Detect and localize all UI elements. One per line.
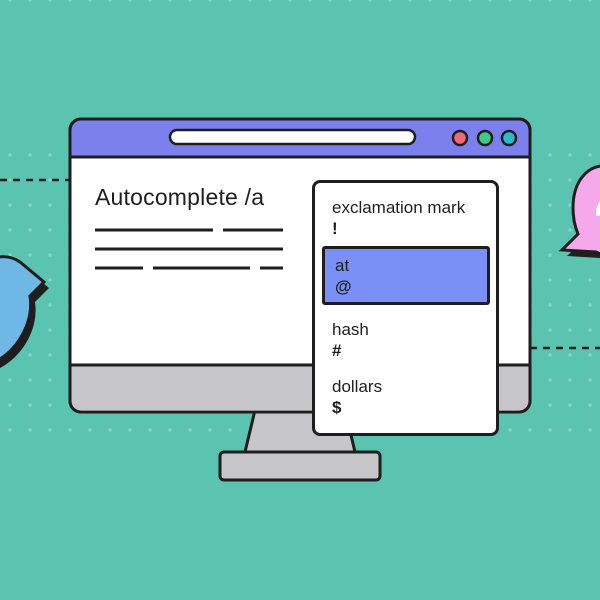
autocomplete-option[interactable]: hash # <box>332 319 369 361</box>
chat-bubble-left-icon <box>0 255 49 368</box>
window-minimize-dot[interactable] <box>476 129 494 147</box>
window-maximize-dot[interactable] <box>500 129 518 147</box>
autocomplete-option[interactable]: dollars $ <box>332 376 382 418</box>
window-close-dot[interactable] <box>451 129 469 147</box>
chat-bubble-right-icon <box>558 164 600 258</box>
option-symbol: $ <box>332 398 342 417</box>
editor-title: Autocomplete /a <box>95 184 265 210</box>
option-symbol: # <box>332 341 342 360</box>
window-control-dots-icon <box>451 129 518 147</box>
option-label: at <box>335 256 350 275</box>
autocomplete-dropdown[interactable]: exclamation mark ! at @ hash # dollars $ <box>312 180 499 436</box>
option-symbol: ! <box>332 219 338 238</box>
address-bar[interactable] <box>168 128 417 146</box>
option-label: dollars <box>332 377 383 396</box>
dot-pattern <box>8 0 592 432</box>
option-label: exclamation mark <box>332 198 466 217</box>
option-label: hash <box>332 320 369 339</box>
placeholder-text-lines <box>95 228 283 270</box>
option-symbol: @ <box>335 277 352 296</box>
autocomplete-option-selected[interactable]: at @ <box>322 246 490 305</box>
autocomplete-option[interactable]: exclamation mark ! <box>332 197 465 239</box>
